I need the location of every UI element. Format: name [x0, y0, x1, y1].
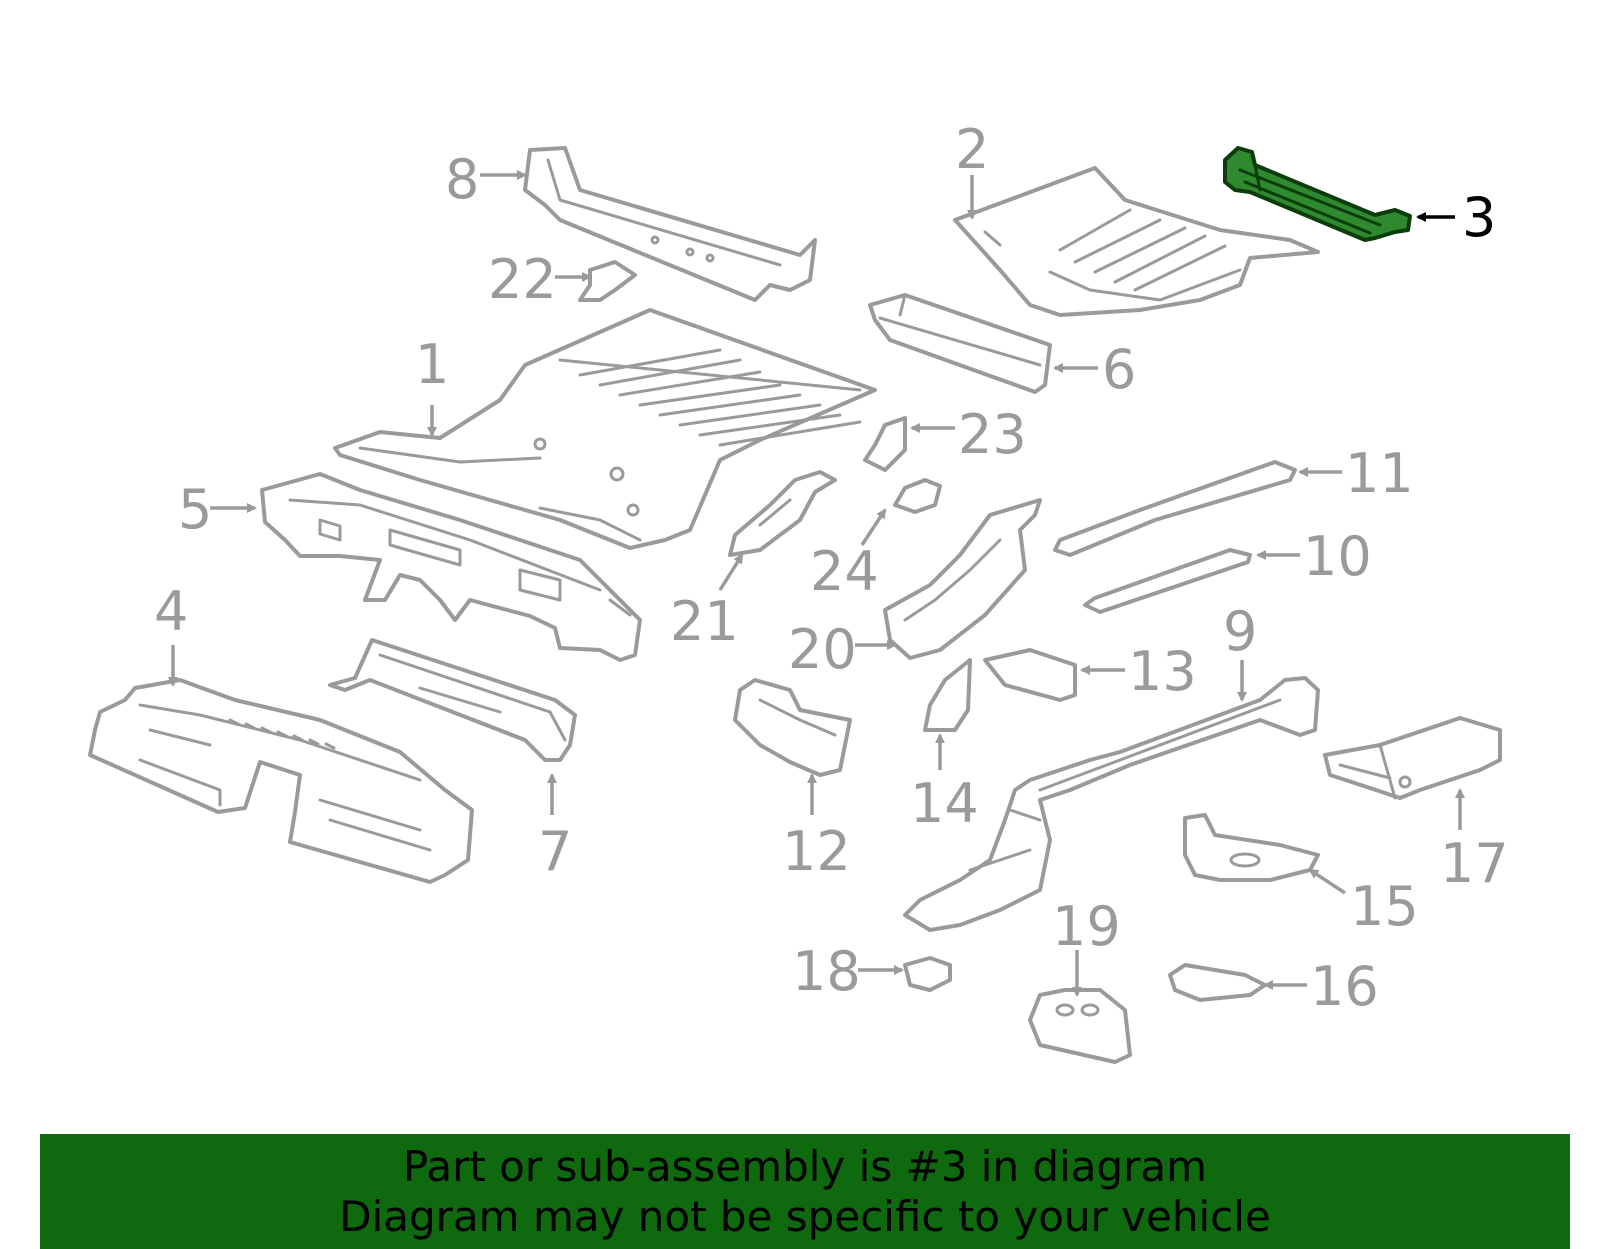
part-10-rail[interactable] — [1083, 548, 1252, 614]
callout-8: 8 — [445, 148, 479, 211]
callout-4: 4 — [154, 580, 188, 643]
part-4-floor-support[interactable] — [88, 678, 474, 884]
callout-10: 10 — [1303, 525, 1372, 588]
part-1-floor-pan[interactable] — [333, 308, 877, 550]
part-2-rear-floor[interactable] — [953, 166, 1320, 317]
callout-5: 5 — [178, 478, 212, 541]
part-12-bracket[interactable] — [733, 678, 852, 777]
part-6-crossbar[interactable] — [868, 293, 1052, 394]
callout-19: 19 — [1052, 895, 1121, 958]
part-7-rail[interactable] — [328, 638, 577, 762]
part-9-side-rail[interactable] — [903, 676, 1320, 932]
callout-11: 11 — [1345, 442, 1414, 505]
callout-20: 20 — [788, 618, 857, 681]
part-15-bracket[interactable] — [1183, 813, 1320, 882]
part-17-extension[interactable] — [1323, 716, 1502, 800]
part-8-crossmember[interactable] — [523, 146, 817, 302]
callout-3[interactable]: 3 — [1462, 186, 1496, 249]
part-13-bracket[interactable] — [983, 648, 1077, 702]
part-18-clip[interactable] — [903, 956, 952, 992]
banner-line-2: Diagram may not be specific to your vehi… — [339, 1192, 1271, 1241]
callout-9: 9 — [1223, 600, 1257, 663]
callout-24: 24 — [810, 540, 879, 603]
part-16-bracket[interactable] — [1168, 963, 1267, 1002]
callout-1: 1 — [415, 333, 449, 396]
callout-7: 7 — [538, 820, 572, 883]
part-22-bracket[interactable] — [578, 260, 637, 302]
callout-labels: 1 2 3 4 5 6 7 8 9 10 11 12 13 14 15 16 1… — [154, 118, 1509, 1018]
callout-6: 6 — [1102, 338, 1136, 401]
callout-2: 2 — [955, 118, 989, 181]
part-21-reinforcement[interactable] — [728, 470, 837, 557]
callout-13: 13 — [1128, 640, 1197, 703]
part-14-gusset[interactable] — [923, 658, 972, 732]
callout-12: 12 — [782, 820, 851, 883]
banner-line-1: Part or sub-assembly is #3 in diagram — [402, 1142, 1208, 1191]
callout-17: 17 — [1440, 832, 1509, 895]
callout-21: 21 — [670, 590, 739, 653]
info-banner: Part or sub-assembly is #3 in diagram Di… — [40, 1134, 1570, 1249]
leader-lines — [168, 170, 1465, 997]
callout-16: 16 — [1310, 955, 1379, 1018]
part-3-rear-crossmember[interactable] — [1223, 146, 1412, 242]
callout-23: 23 — [958, 403, 1027, 466]
callout-15: 15 — [1350, 875, 1419, 938]
part-19-bracket[interactable] — [1028, 988, 1132, 1064]
callout-14: 14 — [910, 772, 979, 835]
callout-18: 18 — [792, 940, 861, 1003]
part-11-rail[interactable] — [1053, 460, 1297, 557]
part-24-bracket[interactable] — [893, 478, 942, 514]
part-20-inner-panel[interactable] — [883, 498, 1042, 660]
part-5-crossmember[interactable] — [260, 472, 642, 662]
part-23-bracket[interactable] — [863, 416, 907, 472]
callout-22: 22 — [488, 248, 557, 311]
